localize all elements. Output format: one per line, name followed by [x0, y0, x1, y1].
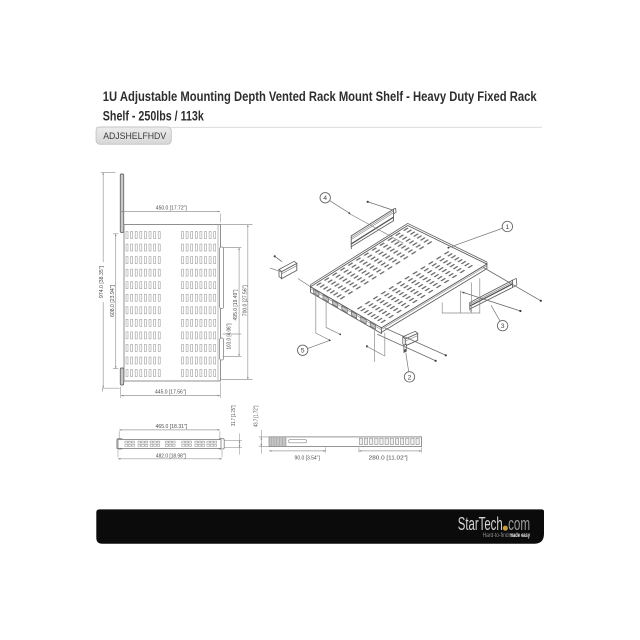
- svg-text:1: 1: [506, 224, 510, 231]
- svg-text:made easy: made easy: [510, 533, 531, 539]
- svg-text:5: 5: [301, 348, 305, 355]
- svg-text:com: com: [508, 514, 530, 534]
- svg-text:103.0 [4.06"]: 103.0 [4.06"]: [226, 323, 232, 349]
- svg-text:3: 3: [501, 323, 505, 330]
- svg-text:90.0 [3.54"]: 90.0 [3.54"]: [295, 455, 321, 461]
- svg-text:Hard-to-find: Hard-to-find: [483, 533, 509, 539]
- svg-text:974.0 [38.35"]: 974.0 [38.35"]: [99, 266, 105, 298]
- svg-text:445.0 [17.56"]: 445.0 [17.56"]: [155, 389, 186, 395]
- svg-text:31.7 [1.25"]: 31.7 [1.25"]: [231, 405, 237, 426]
- svg-text:482.0 [18.98"]: 482.0 [18.98"]: [156, 453, 186, 459]
- svg-text:700.0 [27.56"]: 700.0 [27.56"]: [242, 285, 248, 316]
- svg-text:465.0 [18.31"]: 465.0 [18.31"]: [156, 424, 188, 430]
- svg-text:495.0 [19.49"]: 495.0 [19.49"]: [233, 289, 239, 320]
- svg-text:ADJSHELFHDV: ADJSHELFHDV: [103, 131, 167, 141]
- svg-text:280.0 [11.02"]: 280.0 [11.02"]: [369, 455, 408, 461]
- svg-text:2: 2: [408, 374, 412, 381]
- svg-text:StarTech: StarTech: [458, 514, 503, 534]
- svg-text:450.0 [17.72"]: 450.0 [17.72"]: [156, 205, 187, 211]
- svg-text:Shelf - 250lbs / 113k: Shelf - 250lbs / 113k: [103, 107, 204, 123]
- svg-text:43.7 [1.72"]: 43.7 [1.72"]: [254, 405, 260, 427]
- svg-text:608.0 [23.94"]: 608.0 [23.94"]: [110, 285, 116, 317]
- svg-text:4: 4: [323, 195, 327, 202]
- svg-text:1U Adjustable Mounting Depth V: 1U Adjustable Mounting Depth Vented Rack…: [103, 88, 537, 104]
